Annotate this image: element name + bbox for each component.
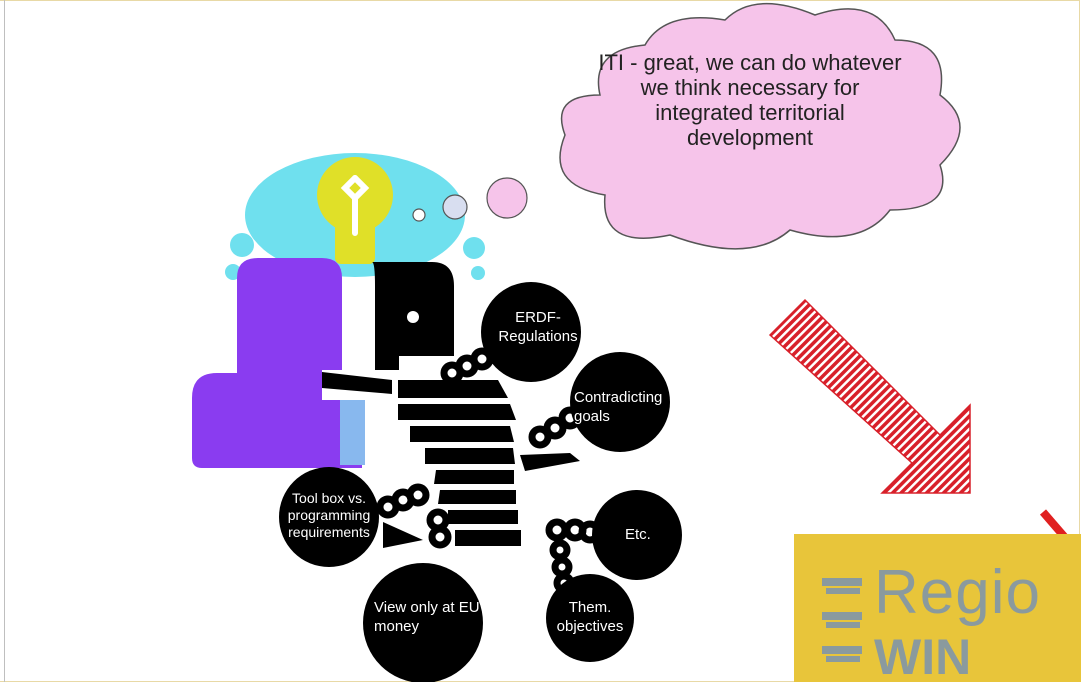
light-bulb-icon	[317, 157, 393, 264]
lion-crest-icon	[822, 578, 862, 662]
regiowin-logo: Regio WIN	[794, 534, 1081, 682]
purple-person-figure	[192, 258, 365, 468]
thought-bubbles	[412, 177, 528, 222]
label-view-eu-money: View only at EU money	[374, 599, 480, 635]
label-erdf-regulations: ERDF-Regulations	[498, 309, 578, 345]
thought-cloud-text: ITI - great, we can do whatever we think…	[598, 50, 902, 150]
chained-figure	[322, 262, 580, 548]
label-etc: Etc.	[625, 526, 651, 543]
thought-cloud	[559, 2, 961, 250]
logo-text-bottom: WIN	[874, 629, 972, 682]
slide-left-border	[4, 0, 5, 682]
label-them-objectives: Them. objectives	[556, 599, 624, 635]
label-toolbox: Tool box vs. programming requirements	[287, 490, 371, 540]
logo-text-top: Regio	[874, 558, 1041, 627]
constraint-circles	[279, 282, 682, 682]
label-contradicting-goals: Contradicting goals	[574, 389, 663, 425]
striped-arrow-icon	[768, 298, 971, 494]
